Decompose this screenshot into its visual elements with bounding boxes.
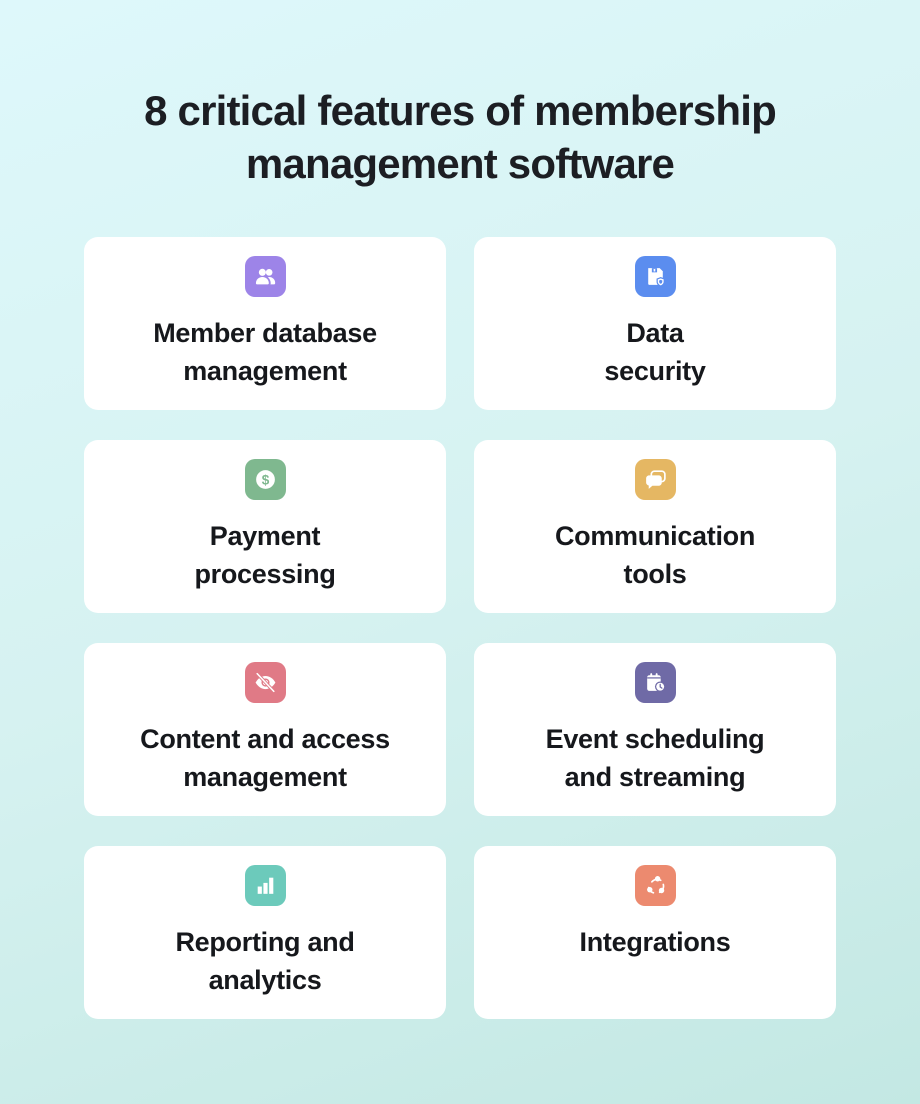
feature-label-line-1: Content and access: [140, 724, 390, 754]
dollar-coin-icon: $: [244, 459, 286, 500]
feature-card-communication-tools: Communication tools: [474, 440, 836, 613]
feature-label-line-1: Member database: [153, 318, 377, 348]
feature-label: Event scheduling and streaming: [495, 720, 815, 796]
calendar-clock-icon: [634, 662, 676, 703]
feature-label-line-2: analytics: [208, 965, 322, 995]
feature-label: Communication tools: [495, 517, 815, 593]
feature-card-content-access: Content and access management: [84, 643, 446, 816]
feature-label-line-1: Integrations: [579, 927, 731, 957]
bar-chart-icon: [244, 865, 286, 906]
page-title: 8 critical features of membership manage…: [0, 84, 920, 190]
feature-card-payment-processing: $ Payment processing: [84, 440, 446, 613]
save-shield-icon: [634, 256, 676, 297]
feature-card-integrations: Integrations: [474, 846, 836, 1019]
features-grid: Member database management Data security: [84, 237, 836, 1019]
feature-label-line-2: security: [604, 356, 706, 386]
feature-label-line-2: and streaming: [564, 762, 746, 792]
title-line-2: management software: [245, 140, 675, 187]
feature-label: Payment processing: [105, 517, 425, 593]
feature-label: Integrations: [495, 923, 815, 961]
feature-label-line-2: management: [183, 762, 347, 792]
chat-bubbles-icon: [634, 459, 676, 500]
feature-label: Member database management: [105, 314, 425, 390]
feature-label-line-1: Communication: [554, 521, 756, 551]
feature-card-event-scheduling: Event scheduling and streaming: [474, 643, 836, 816]
feature-card-reporting-analytics: Reporting and analytics: [84, 846, 446, 1019]
feature-card-data-security: Data security: [474, 237, 836, 410]
feature-label-line-1: Event scheduling: [545, 724, 765, 754]
feature-label-line-1: Data: [626, 318, 684, 348]
feature-card-member-database: Member database management: [84, 237, 446, 410]
title-line-1: 8 critical features of membership: [144, 87, 777, 134]
feature-label-line-2: management: [183, 356, 347, 386]
feature-label: Content and access management: [105, 720, 425, 796]
feature-label-line-1: Reporting and: [175, 927, 355, 957]
feature-label-line-2: tools: [623, 559, 687, 589]
users-icon: [244, 256, 286, 297]
svg-text:$: $: [261, 472, 269, 487]
feature-label: Data security: [495, 314, 815, 390]
feature-label-line-2: processing: [194, 559, 336, 589]
share-nodes-icon: [634, 865, 676, 906]
eye-off-icon: [244, 662, 286, 703]
feature-label: Reporting and analytics: [105, 923, 425, 999]
feature-label-line-1: Payment: [209, 521, 321, 551]
